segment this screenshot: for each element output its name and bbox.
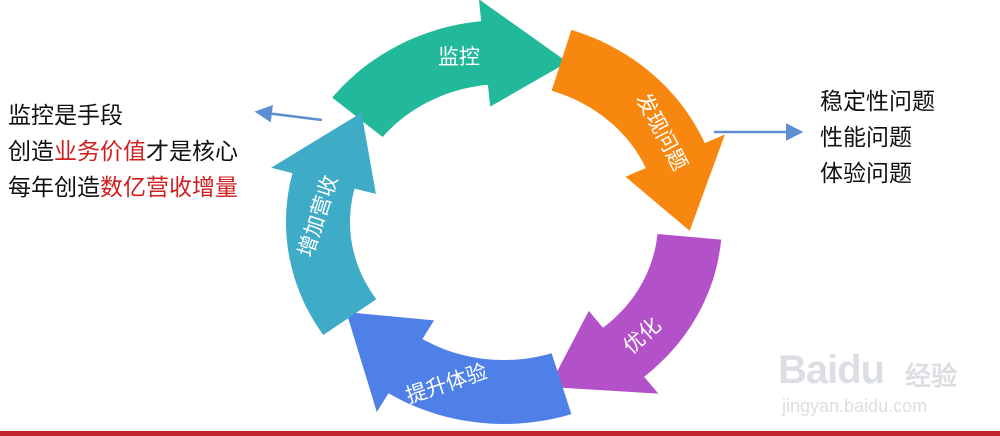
left-pointer-arrow: [254, 105, 323, 123]
watermark-logo: Baidu: [778, 348, 885, 392]
left-note-line-1: 监控是手段: [8, 103, 123, 129]
baidu-watermark: Baidu 经验 jingyan.baidu.com: [760, 322, 990, 422]
right-note-item: 体验问题: [820, 161, 912, 187]
cycle-arrow-1: [332, 0, 568, 137]
watermark-cn: 经验: [905, 362, 958, 392]
cycle-arrow-2: [551, 29, 725, 231]
right-notes: 稳定性问题 性能问题 体验问题: [820, 84, 935, 192]
right-note-item: 稳定性问题: [820, 89, 935, 115]
right-note-item: 性能问题: [820, 125, 912, 151]
left-note-line-3: 每年创造数亿营收增量: [8, 175, 238, 201]
cycle-arrow-4: [346, 312, 572, 424]
bottom-divider: [0, 431, 1000, 436]
watermark-url: jingyan.baidu.com: [782, 396, 928, 416]
left-notes: 监控是手段 创造业务价值才是核心 每年创造数亿营收增量: [8, 98, 238, 206]
left-note-line-2: 创造业务价值才是核心: [8, 139, 238, 165]
cycle-arrow-3: [549, 234, 722, 394]
cycle-arrow-5: [271, 112, 377, 335]
revenue-increment-highlight: 数亿营收增量: [100, 175, 238, 201]
business-value-highlight: 业务价值: [54, 139, 146, 165]
cycle-label-1: 监控: [438, 45, 480, 69]
